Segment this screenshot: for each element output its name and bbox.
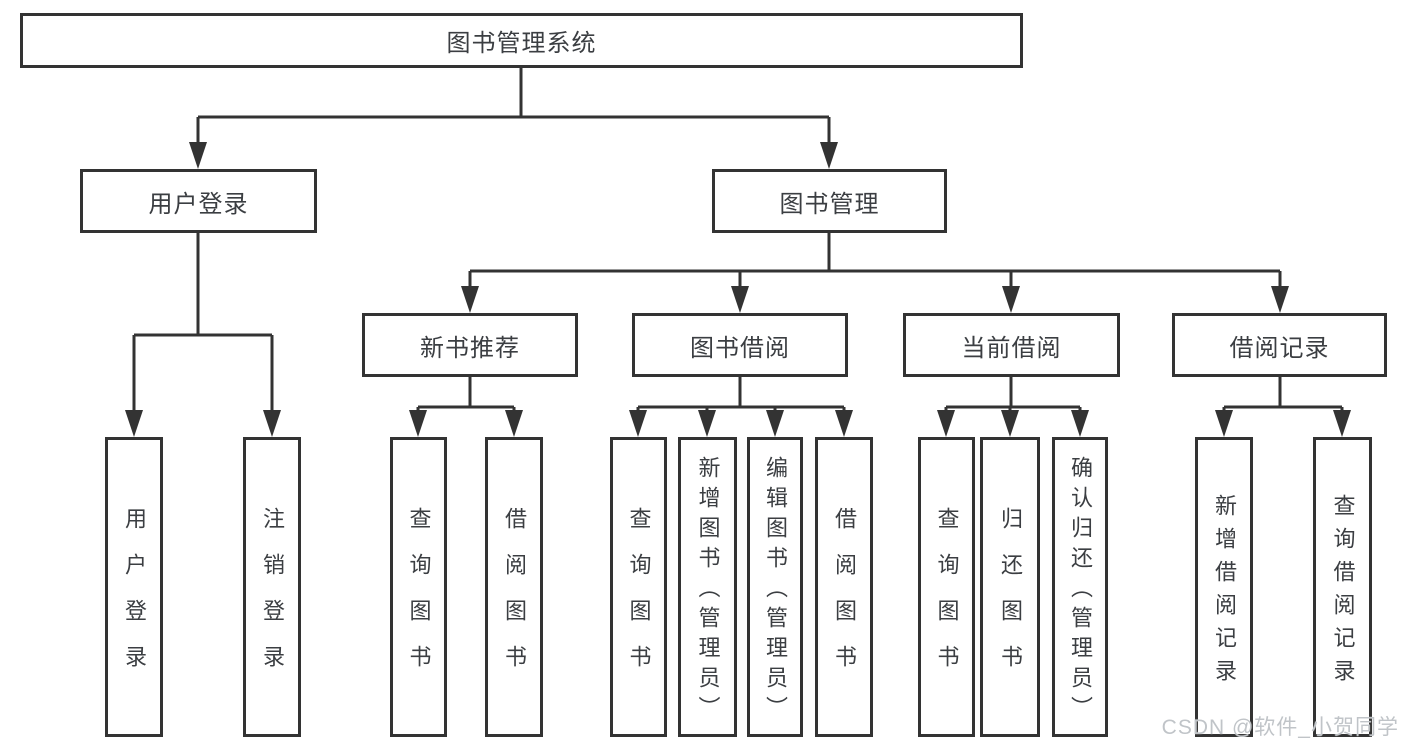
node-book-management: 图书管理 <box>712 169 947 233</box>
leaf-borrow-book: 借阅图书 <box>815 437 873 737</box>
leaf-edit-book-admin: 编辑图书（管理员） <box>747 437 803 737</box>
node-book-borrow: 图书借阅 <box>632 313 848 377</box>
leaf-user-login: 用户登录 <box>105 437 163 737</box>
leaf-add-borrow-record: 新增借阅记录 <box>1195 437 1253 737</box>
leaf-query-book: 查询图书 <box>610 437 667 737</box>
node-new-book-recommend: 新书推荐 <box>362 313 578 377</box>
leaf-query-book: 查询图书 <box>390 437 447 737</box>
leaf-confirm-return-admin: 确认归还（管理员） <box>1052 437 1108 737</box>
leaf-logout: 注销登录 <box>243 437 301 737</box>
watermark: CSDN @软件_小贺同学 <box>1161 716 1399 739</box>
node-user-login: 用户登录 <box>80 169 317 233</box>
leaf-query-book: 查询图书 <box>918 437 975 737</box>
leaf-query-borrow-record: 查询借阅记录 <box>1313 437 1372 737</box>
leaf-borrow-book: 借阅图书 <box>485 437 543 737</box>
node-library-management-system: 图书管理系统 <box>20 13 1023 68</box>
leaf-return-book: 归还图书 <box>980 437 1040 737</box>
leaf-add-book-admin: 新增图书（管理员） <box>678 437 737 737</box>
node-borrow-record: 借阅记录 <box>1172 313 1387 377</box>
node-current-borrow: 当前借阅 <box>903 313 1120 377</box>
